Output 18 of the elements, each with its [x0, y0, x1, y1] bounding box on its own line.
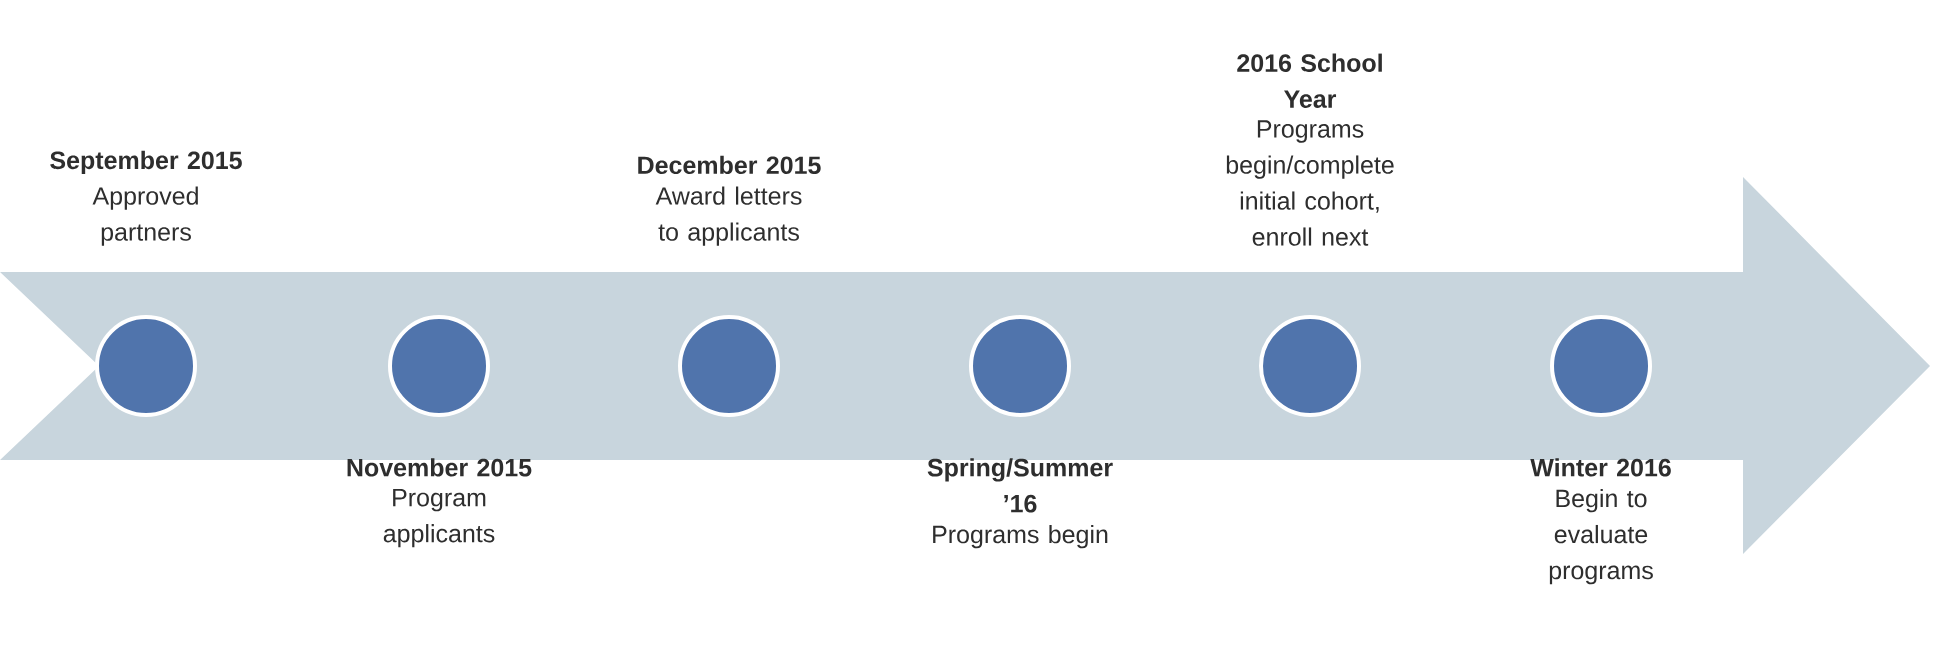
milestone-date: Winter 2016: [1530, 458, 1671, 477]
milestone-circle: [678, 315, 780, 417]
milestone-description: Program applicants: [383, 488, 495, 548]
milestone-circle: [1259, 315, 1361, 417]
milestone-date: November 2015: [347, 458, 532, 477]
milestone-description: Programs begin/complete initial cohort, enroll next: [1226, 120, 1394, 246]
milestone-description: Approved partners: [92, 186, 198, 246]
milestone-date: December 2015: [638, 155, 821, 175]
milestone-circle: [969, 315, 1071, 417]
milestone-date: Spring/Summer ’16: [927, 458, 1113, 513]
milestone-description: Begin to evaluate programs: [1549, 488, 1653, 585]
milestone-circle: [95, 315, 197, 417]
milestone-circle: [1550, 315, 1652, 417]
milestone-circle: [388, 315, 490, 417]
milestone-date: 2016 School Year: [1237, 53, 1382, 108]
milestone-description: Award letters to applicants: [655, 186, 802, 246]
milestone-date: September 2015: [50, 150, 242, 175]
milestone-description: Programs begin: [933, 524, 1108, 549]
